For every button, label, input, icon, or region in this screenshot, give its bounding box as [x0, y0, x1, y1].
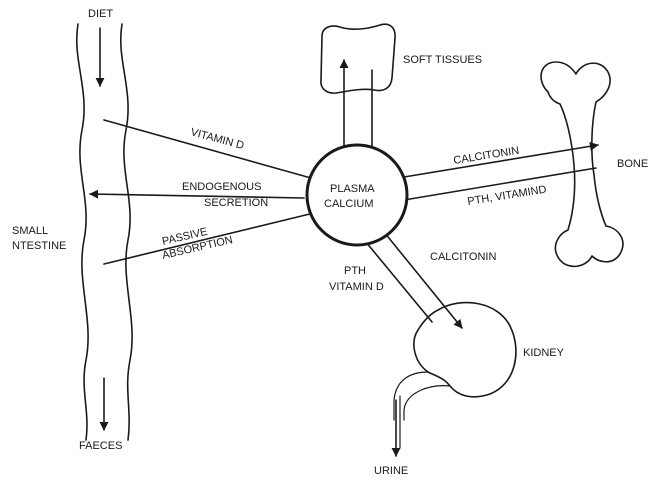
calcitonin-to-kidney-arrow	[384, 232, 462, 328]
bone-shape	[541, 62, 623, 266]
vitamin-d-absorption-arrow	[104, 120, 318, 180]
label-small: SMALL	[12, 225, 48, 237]
kidney-shape	[414, 303, 516, 397]
label-faeces: FAECES	[79, 440, 122, 452]
label-vitamin-d: VITAMIN D	[189, 126, 245, 152]
plasma-calcium-circle	[307, 145, 407, 245]
label-plasma: PLASMA	[330, 183, 375, 195]
label-calcitonin-kidney: CALCITONIN	[430, 251, 496, 263]
label-calcium: CALCIUM	[324, 198, 374, 210]
label-secretion: SECRETION	[204, 197, 268, 209]
label-endogenous: ENDOGENOUS	[182, 181, 261, 193]
label-bone: BONE	[617, 158, 648, 170]
kidney-hilum-inner	[404, 386, 450, 420]
label-kidney: KIDNEY	[523, 347, 565, 359]
label-pth: PTH	[344, 265, 366, 277]
soft-tissues-shape	[321, 24, 395, 93]
label-urine: URINE	[374, 465, 408, 477]
label-intestine: NTESTINE	[12, 240, 66, 252]
label-vitamin-d-kidney: VITAMIN D	[329, 281, 384, 293]
label-soft-tissues: SOFT TISSUES	[403, 54, 482, 66]
label-diet: DIET	[88, 8, 113, 20]
endogenous-secretion-arrow	[90, 194, 304, 198]
